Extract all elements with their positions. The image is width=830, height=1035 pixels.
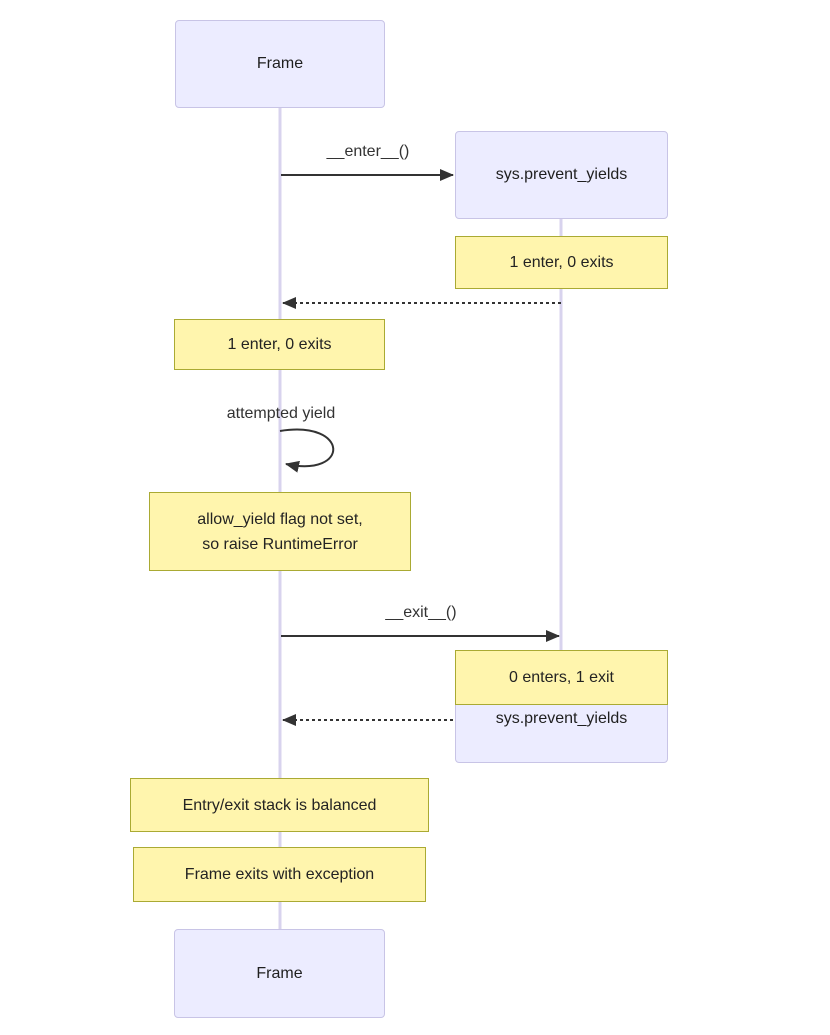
- note-stack-balanced: Entry/exit stack is balanced: [130, 778, 429, 832]
- note-frame-enter-count: 1 enter, 0 exits: [174, 319, 385, 370]
- self-loop-message-label: attempted yield: [226, 405, 336, 422]
- actor-frame-top: Frame: [175, 20, 385, 108]
- enter-message-label: __enter__(): [326, 143, 410, 160]
- actor-sys-top: sys.prevent_yields: [455, 131, 668, 219]
- actor-frame-bottom: Frame: [174, 929, 385, 1018]
- note-sys-enter-count: 1 enter, 0 exits: [455, 236, 668, 289]
- note-sys-exit-count: 0 enters, 1 exit: [455, 650, 668, 705]
- self-loop-arrow: [279, 428, 335, 473]
- note-frame-exception: Frame exits with exception: [133, 847, 426, 902]
- note-yield-error: allow_yield flag not set, so raise Runti…: [149, 492, 411, 571]
- exit-message-label: __exit__(): [385, 604, 457, 621]
